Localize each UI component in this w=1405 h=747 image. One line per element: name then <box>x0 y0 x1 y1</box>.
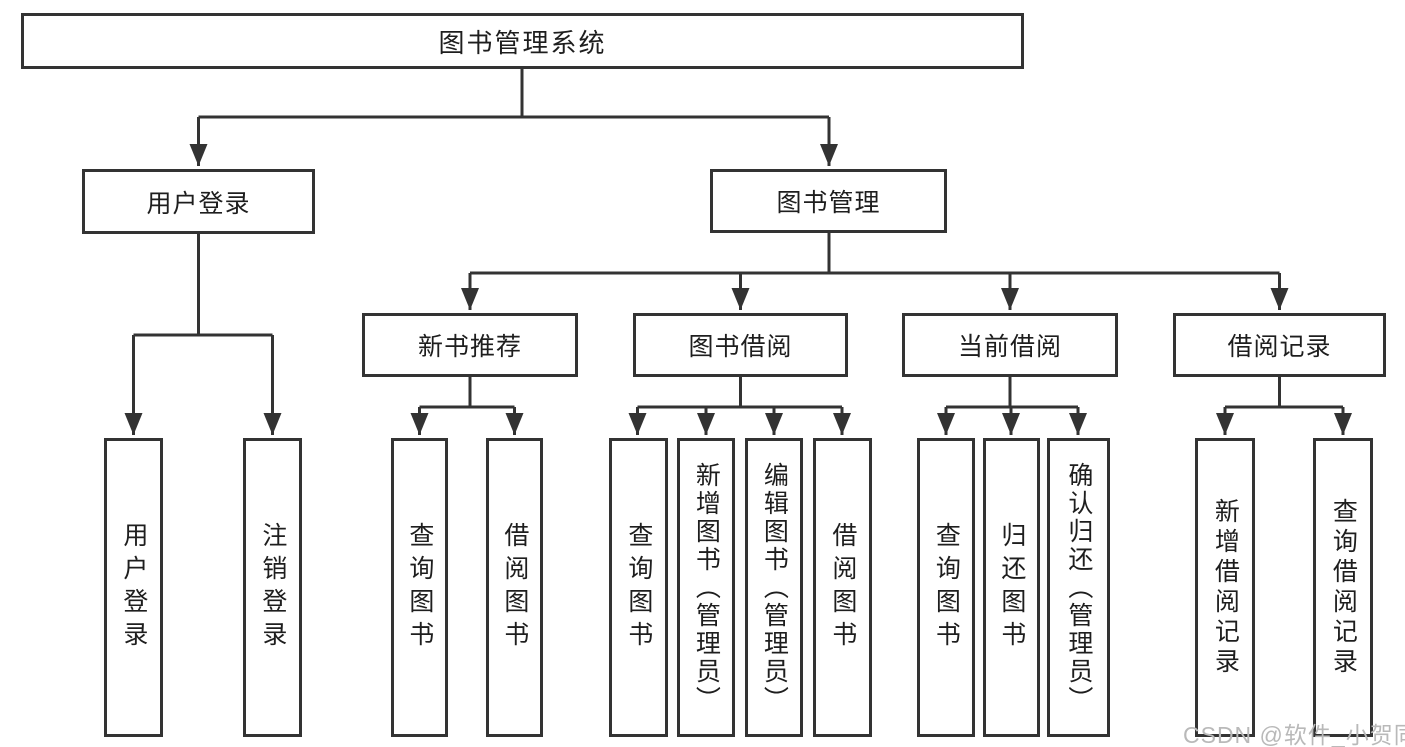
leaf-borrow-books-label: 借阅图书 <box>828 521 857 654</box>
leaf-confirm-return-admin: 确认归还（管理员） <box>1047 438 1110 737</box>
leaf-add-borrow-record: 新增借阅记录 <box>1195 438 1255 737</box>
leaf-query-books-borrow-label: 查询图书 <box>624 521 653 654</box>
leaf-edit-book-admin: 编辑图书（管理员） <box>745 438 803 737</box>
leaf-query-borrow-record-label: 查询借阅记录 <box>1329 497 1358 678</box>
leaf-borrow-books: 借阅图书 <box>813 438 872 737</box>
leaf-return-book: 归还图书 <box>983 438 1040 737</box>
leaf-borrow-books-recommend-label: 借阅图书 <box>500 521 529 654</box>
leaf-add-borrow-record-label: 新增借阅记录 <box>1211 497 1240 678</box>
leaf-user-login-label: 用户登录 <box>119 521 148 654</box>
node-library-system: 图书管理系统 <box>21 13 1024 69</box>
leaf-add-book-admin: 新增图书（管理员） <box>677 438 735 737</box>
leaf-return-book-label: 归还图书 <box>997 521 1026 654</box>
leaf-add-book-admin-label: 新增图书（管理员） <box>692 461 721 714</box>
leaf-logout-login: 注销登录 <box>243 438 302 737</box>
leaf-logout-login-label: 注销登录 <box>258 521 287 654</box>
leaf-user-login: 用户登录 <box>104 438 163 737</box>
leaf-query-books-current: 查询图书 <box>917 438 975 737</box>
node-library-system-label: 图书管理系统 <box>438 27 607 58</box>
node-book-borrowing-label: 图书借阅 <box>688 333 793 361</box>
node-new-book-recommendation: 新书推荐 <box>362 313 578 377</box>
node-current-borrowing: 当前借阅 <box>902 313 1118 377</box>
node-book-management: 图书管理 <box>710 169 947 233</box>
leaf-query-books-recommend-label: 查询图书 <box>405 521 434 654</box>
node-borrowing-records-label: 借阅记录 <box>1227 333 1332 361</box>
node-current-borrowing-label: 当前借阅 <box>957 333 1062 361</box>
leaf-edit-book-admin-label: 编辑图书（管理员） <box>760 461 789 714</box>
node-borrowing-records: 借阅记录 <box>1173 313 1386 377</box>
node-book-management-label: 图书管理 <box>776 189 881 217</box>
leaf-query-books-recommend: 查询图书 <box>391 438 448 737</box>
leaf-query-books-borrow: 查询图书 <box>609 438 668 737</box>
leaf-query-books-current-label: 查询图书 <box>932 521 961 654</box>
node-user-login: 用户登录 <box>82 169 315 234</box>
node-new-book-recommendation-label: 新书推荐 <box>417 333 522 361</box>
leaf-confirm-return-admin-label: 确认归还（管理员） <box>1064 461 1093 714</box>
leaf-query-borrow-record: 查询借阅记录 <box>1313 438 1373 737</box>
node-user-login-label: 用户登录 <box>146 189 251 218</box>
leaf-borrow-books-recommend: 借阅图书 <box>486 438 543 737</box>
node-book-borrowing: 图书借阅 <box>633 313 848 377</box>
watermark-text: CSDN @软件_小贺同学 <box>1183 722 1405 747</box>
